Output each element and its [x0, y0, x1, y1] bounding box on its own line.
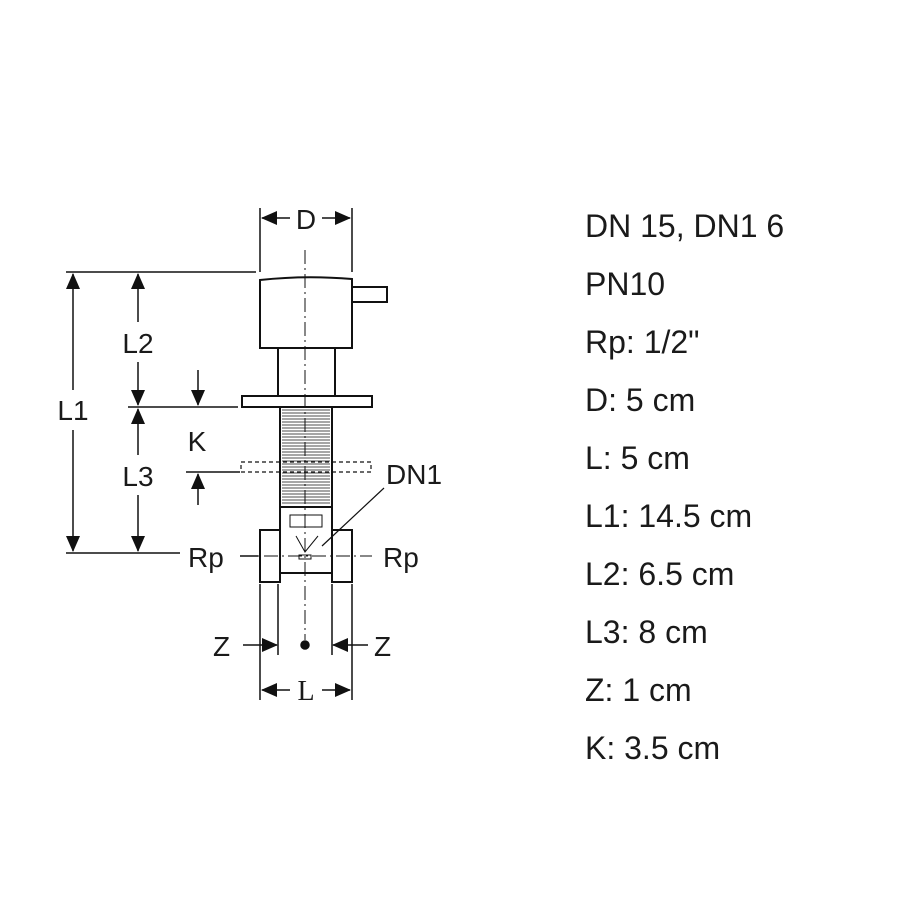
wall-outline-dashed: [240, 461, 372, 473]
right-fitting: [331, 529, 353, 583]
label-rp-left: Rp: [188, 542, 224, 573]
valve-body: [279, 506, 333, 574]
handle-lever: [351, 286, 388, 303]
label-l: L: [297, 676, 314, 707]
spec-item: L2: 6.5 cm: [585, 556, 735, 592]
body-mark: [298, 554, 312, 560]
valve-handle: [259, 276, 353, 349]
valve-flange: [241, 395, 373, 408]
label-d: D: [296, 204, 316, 235]
spec-item: Rp: 1/2": [585, 324, 700, 360]
left-fitting: [259, 529, 281, 583]
label-z-left: Z: [213, 631, 230, 662]
label-dn1: DN1: [386, 459, 442, 490]
label-l1: L1: [57, 395, 88, 426]
label-l2: L2: [122, 328, 153, 359]
label-rp-right: Rp: [383, 542, 419, 573]
spec-item: L1: 14.5 cm: [585, 498, 753, 534]
valve-stem: [277, 347, 336, 397]
spec-item: K: 3.5 cm: [585, 730, 721, 766]
thread-lines: [282, 409, 330, 504]
spec-item: Z: 1 cm: [585, 672, 692, 708]
label-z-right: Z: [374, 631, 391, 662]
spec-item: L3: 8 cm: [585, 614, 708, 650]
spec-item: PN10: [585, 266, 666, 302]
label-l3: L3: [122, 461, 153, 492]
label-k: K: [188, 426, 207, 457]
flow-arrow: [295, 535, 319, 553]
spec-item: D: 5 cm: [585, 382, 696, 418]
spec-item: L: 5 cm: [585, 440, 690, 476]
center-dot: [300, 640, 310, 650]
spec-item: DN 15, DN1 6: [585, 208, 785, 244]
dn1-leader: [321, 487, 385, 547]
body-window: [289, 514, 323, 528]
